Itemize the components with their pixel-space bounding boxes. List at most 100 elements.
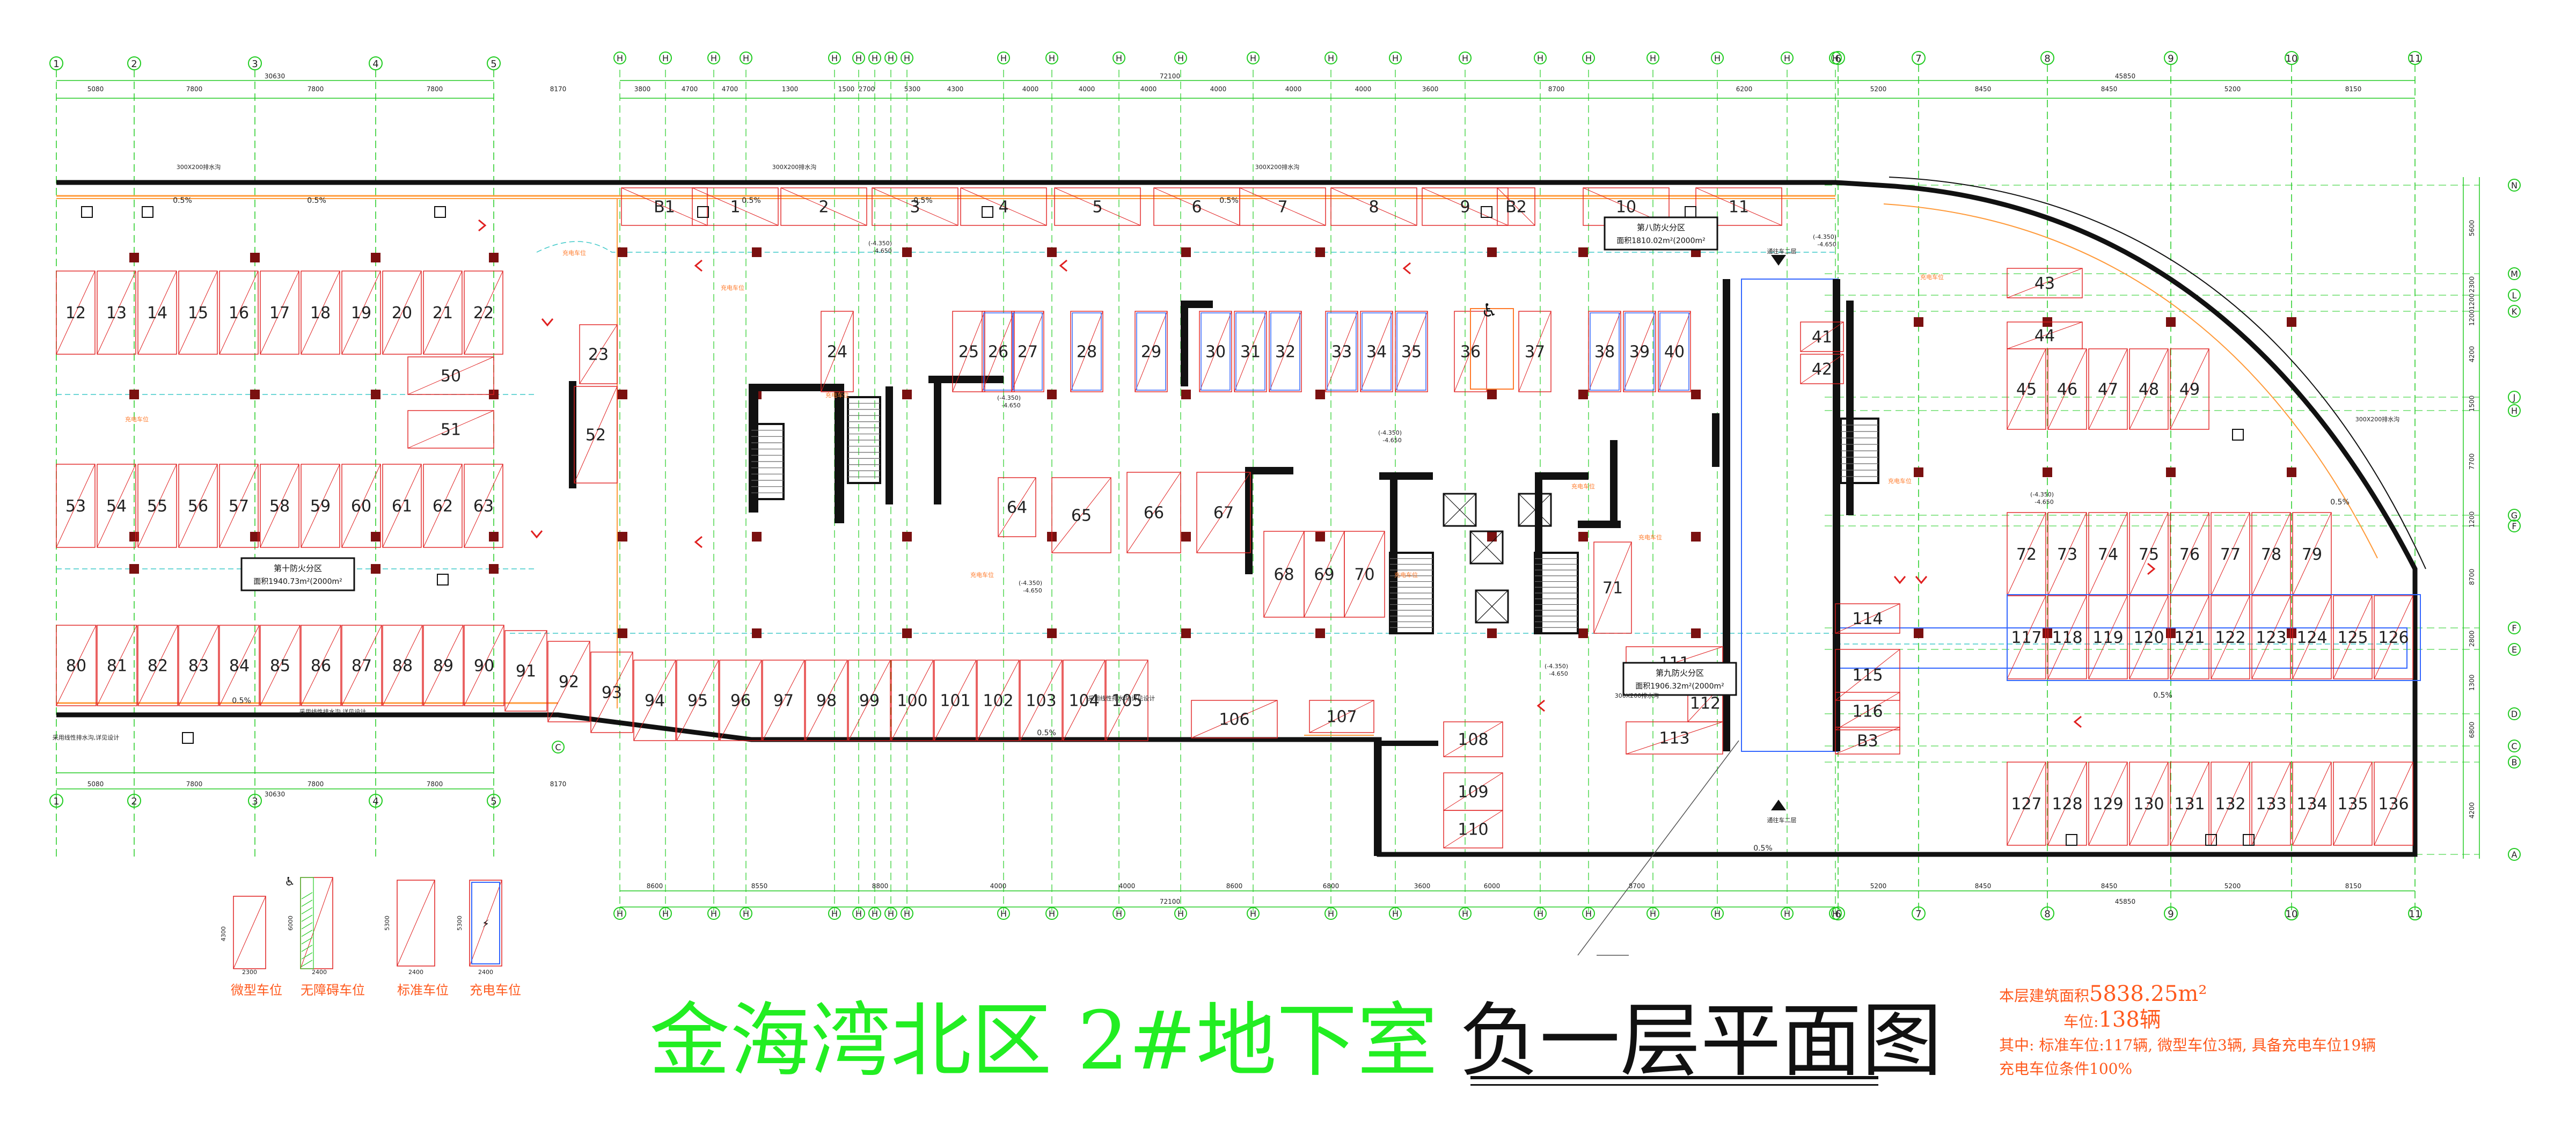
- area-line: 本层建筑面积5838.25m²: [1999, 982, 2376, 1008]
- level-note-6: (-4.350): [1019, 580, 1042, 587]
- space-43-box: [2007, 268, 2083, 298]
- axis-bubble-top-11: [2408, 51, 2422, 65]
- dim-text-right-1: 2300: [2468, 276, 2476, 293]
- space-26-label: 26: [988, 343, 1008, 362]
- space-88-label: 88: [392, 657, 413, 676]
- axis-bubble-h-bottom-2: [707, 907, 720, 920]
- axis-label-top-3: 3: [252, 58, 258, 70]
- space-47-diag: [2088, 348, 2128, 430]
- axis-bubble-h-top-1: [659, 52, 672, 64]
- space-110-box: [1443, 810, 1503, 848]
- charging-mark-33: [1327, 312, 1357, 391]
- axis-label-h-top-20: H: [1714, 53, 1721, 63]
- space-21-box: [423, 270, 463, 355]
- axis-bubble-right-F: [2508, 520, 2521, 532]
- space-119-label: 119: [2092, 628, 2123, 647]
- axis-label-right-F: F: [2512, 623, 2516, 633]
- core-wall-9: [1245, 467, 1253, 574]
- axis-bubble-right-K: [2508, 305, 2521, 318]
- axis-bubble-h-top-9: [997, 52, 1010, 64]
- space-69-label: 69: [1314, 566, 1334, 584]
- space-41-label: 41: [1812, 328, 1832, 347]
- space-87-label: 87: [352, 657, 372, 676]
- space-82: 82: [137, 625, 178, 706]
- axis-bubble-right-J: [2508, 391, 2521, 404]
- space-106-label: 106: [1219, 711, 1249, 729]
- slope-2: 0.5%: [742, 196, 761, 205]
- axis-label-h-bottom-6: H: [872, 909, 878, 919]
- axis-bubble-h-top-5: [852, 52, 865, 64]
- legend-dim-h-1: 6000: [287, 916, 294, 931]
- space-69: 69: [1304, 531, 1345, 618]
- space-72-diag: [2007, 512, 2046, 596]
- space-top-5: 5: [1054, 187, 1141, 226]
- space-93-box: [590, 652, 633, 733]
- space-136-diag: [2374, 762, 2413, 846]
- space-27: 27: [1011, 311, 1044, 392]
- space-130-label: 130: [2133, 795, 2164, 814]
- axis-label-right-N: N: [2511, 180, 2518, 191]
- space-123-label: 123: [2256, 628, 2286, 647]
- dim-text-top-mid-6: 5300: [904, 85, 921, 93]
- space-56: 56: [178, 464, 218, 548]
- space-90: 90: [464, 625, 504, 706]
- space-115-diag: [1835, 649, 1900, 701]
- space-31-label: 31: [1240, 343, 1261, 362]
- dim-text-right-0: 5600: [2468, 220, 2476, 237]
- column-0: [129, 253, 139, 262]
- axis-bubble-h-bottom-4: [828, 907, 841, 920]
- space-B3: B3: [1835, 727, 1900, 755]
- duct-note-4: 300X200排水沟: [2355, 415, 2400, 423]
- column-20: [752, 247, 762, 257]
- space-66-label: 66: [1144, 504, 1164, 523]
- elevator-0: [1443, 493, 1477, 527]
- axis-label-h-top-14: H: [1328, 53, 1334, 63]
- direction-arrow-5: [694, 536, 702, 548]
- space-82-box: [137, 625, 178, 706]
- space-71-diag: [1593, 542, 1632, 634]
- space-58: 58: [260, 464, 299, 548]
- axis-bubble-h-top-21: [1781, 52, 1794, 64]
- space-64: 64: [998, 477, 1036, 537]
- column-57: [2043, 628, 2052, 638]
- duct-sub-0: 采用线性排水沟,详见设计: [53, 734, 120, 741]
- space-135-label: 135: [2337, 795, 2368, 814]
- space-122-label: 122: [2215, 628, 2245, 647]
- space-81-diag: [97, 625, 137, 706]
- ramp-zone: [1741, 279, 1839, 752]
- space-37-label: 37: [1525, 343, 1545, 362]
- column-5: [250, 390, 260, 399]
- charge-note-4: 充电车位: [970, 571, 994, 579]
- column-37: [1315, 390, 1325, 399]
- space-12-box: [56, 270, 96, 355]
- space-54: 54: [97, 464, 136, 548]
- space-38-box: [1588, 311, 1621, 392]
- legend-dim-standard-w: 2400: [408, 969, 423, 976]
- axis-bubble-h-top-14: [1324, 52, 1337, 64]
- legend-standard: [397, 880, 435, 967]
- space-95-diag: [676, 660, 719, 741]
- fire-zone-area-0: 面积1940.73m²(2000m²: [253, 577, 342, 586]
- space-37-box: [1518, 311, 1552, 392]
- direction-arrow-2: [1059, 259, 1067, 272]
- space-75: 75: [2129, 512, 2169, 596]
- space-top-5-box: [1054, 187, 1141, 226]
- space-33-label: 33: [1331, 343, 1352, 362]
- space-61-diag: [382, 464, 422, 548]
- column-47: [1578, 628, 1588, 638]
- sump-6: [1685, 206, 1696, 218]
- space-92-label: 92: [559, 673, 579, 692]
- space-60: 60: [341, 464, 381, 548]
- space-127-label: 127: [2011, 795, 2041, 814]
- axis-bubble-h-bottom-16: [1459, 907, 1472, 920]
- space-17-diag: [260, 270, 299, 355]
- axis-label-top-10: 10: [2286, 53, 2298, 64]
- space-52: 52: [574, 386, 618, 484]
- axis-label-top-4: 4: [372, 58, 378, 70]
- axis-label-h-top-12: H: [1177, 53, 1184, 63]
- space-70-box: [1344, 531, 1385, 618]
- column-11: [371, 564, 380, 574]
- space-60-box: [341, 464, 381, 548]
- space-121-label: 121: [2174, 628, 2205, 647]
- space-130-box: [2129, 762, 2169, 846]
